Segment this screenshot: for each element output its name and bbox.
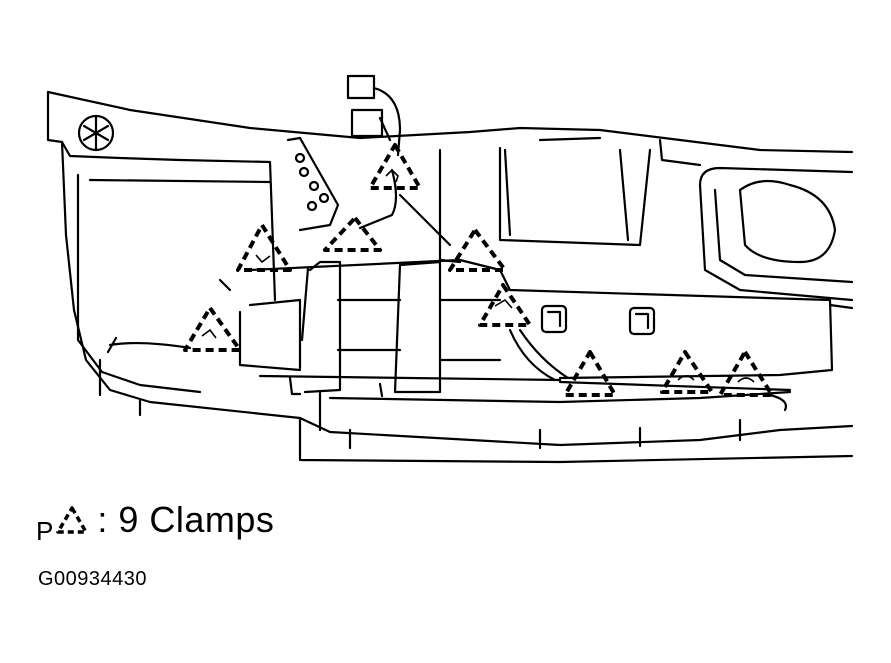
perforated-bracket [286, 136, 340, 232]
dashed-triangle-clamp-icon [56, 506, 89, 534]
figure-code: G00934430 [38, 568, 148, 590]
duct-assembly [238, 258, 834, 398]
dash-panel-outline [46, 90, 854, 464]
harness-connector [346, 74, 452, 247]
clamp-marker-7 [563, 350, 617, 397]
lower-trim [98, 303, 854, 417]
left-harness [106, 278, 232, 354]
legend-prefix: P [36, 515, 54, 546]
side-vent [77, 114, 115, 152]
mount-clips [540, 304, 656, 336]
clamp-legend: P : 9 Clamps [36, 492, 274, 548]
clamp-marker-8 [660, 350, 714, 394]
clamp-marker-5 [183, 306, 242, 352]
center-bezel [438, 136, 702, 264]
clamp-marker-3 [236, 223, 292, 272]
clamp-marker-2 [323, 216, 382, 252]
clamp-marker-6 [478, 283, 532, 327]
glove-box-opening [698, 166, 854, 302]
legend-label: : 9 Clamps [97, 499, 275, 540]
clamp-marker-1 [368, 143, 422, 190]
